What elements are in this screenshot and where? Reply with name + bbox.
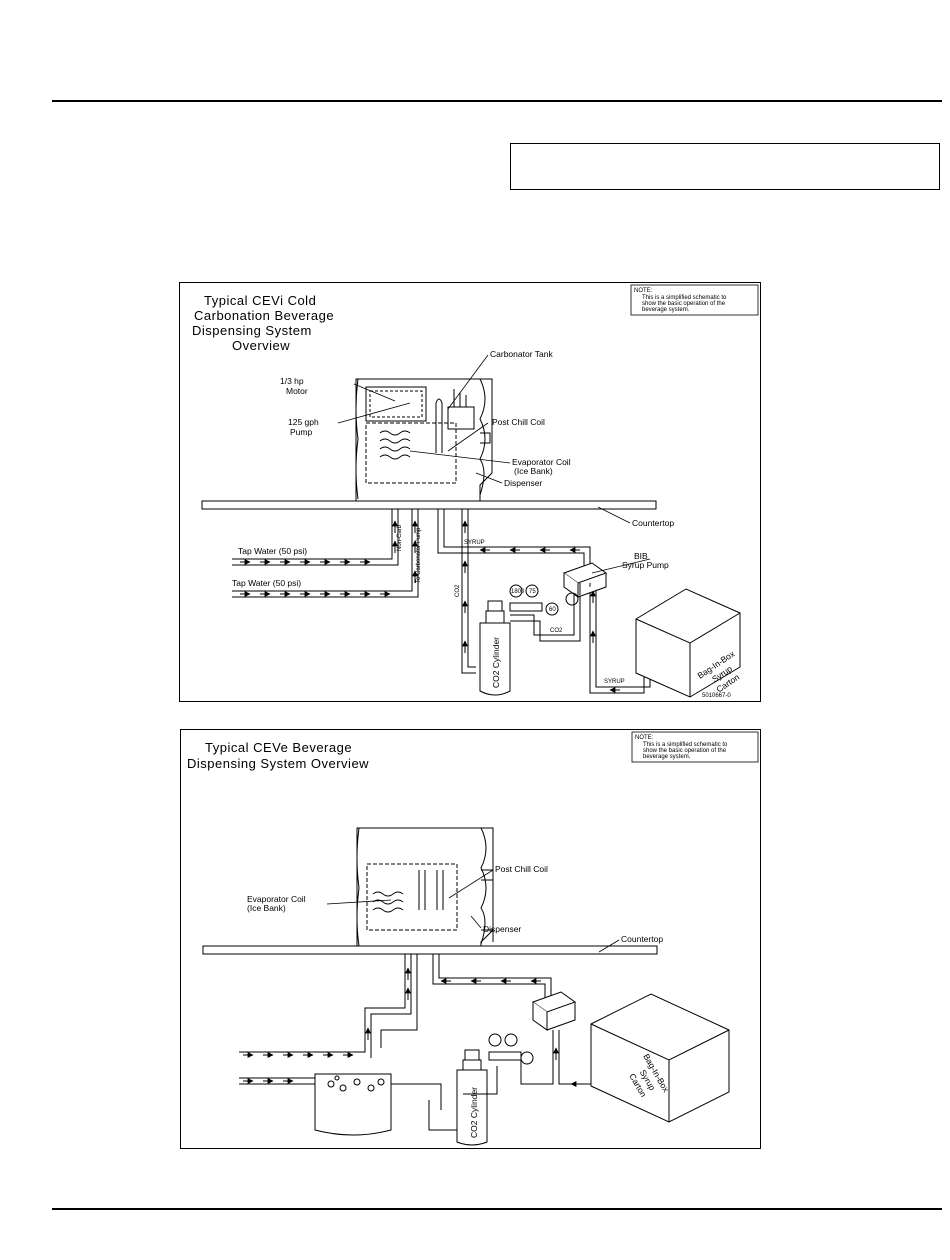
diagram2-dispenser-label: Dispenser <box>483 924 521 934</box>
diagram1-tap-water-1-label: Tap Water (50 psi) <box>238 546 307 556</box>
diagram1-bib-label-2: Syrup Pump <box>622 560 669 570</box>
diagram2-bib-pump <box>531 991 577 1031</box>
diagram2-regulator <box>488 1033 534 1065</box>
diagram1-syrup-bottom-label: SYRUP <box>604 679 625 685</box>
svg-text:beverage system.: beverage system. <box>643 754 691 760</box>
empty-caution-box <box>510 143 940 190</box>
diagram1-part-number: 5010667-0 <box>702 693 731 699</box>
diagram2-note: NOTE: This is a simplified schematic to … <box>631 731 759 763</box>
diagram1-bib-pump <box>562 562 608 606</box>
diagram1-flow-arrows <box>240 520 620 693</box>
diagram1-pump-label-2: Pump <box>290 427 312 437</box>
diagram1-pump-label-1: 125 gph <box>288 417 319 427</box>
diagram1-co2-cylinder-label: CO2 Cylinder <box>491 637 501 688</box>
svg-text:show the basic operation of th: show the basic operation of the <box>642 301 726 307</box>
diagram1-dispenser <box>355 378 493 502</box>
diagram1-gauge-b: 75 <box>529 589 536 595</box>
diagram1-lines <box>232 509 651 694</box>
svg-text:This is a simplified schematic: This is a simplified schematic to <box>642 295 727 301</box>
diagram2-countertop-label: Countertop <box>621 934 663 944</box>
diagram1-non-carb-label: Non-Carb <box>397 524 403 551</box>
diagram1-co2-cylinder <box>479 600 511 696</box>
diagram1-countertop <box>201 500 657 510</box>
diagram1-note: NOTE: This is a simplified schematic to … <box>630 284 759 316</box>
diagram1-dispenser-label: Dispenser <box>504 478 542 488</box>
svg-text:This is a simplified schematic: This is a simplified schematic to <box>643 742 728 748</box>
diagram2-title: Typical CEVe Beverage Dispensing System … <box>187 740 369 771</box>
diagram2-evaporator-coil-label-2: (Ice Bank) <box>247 903 286 913</box>
svg-text:Overview: Overview <box>232 338 290 353</box>
diagram2-lines <box>239 954 602 1131</box>
diagram2-leaders <box>326 869 620 953</box>
diagram2-countertop <box>202 945 658 955</box>
svg-text:Carbonation Beverage: Carbonation Beverage <box>194 308 334 323</box>
svg-text:NOTE:: NOTE: <box>634 288 653 294</box>
diagram2-co2-cylinder-label: CO2 Cylinder <box>469 1087 479 1138</box>
svg-text:Typical CEVe Beverage: Typical CEVe Beverage <box>205 740 352 755</box>
diagram1-carbonator-tank-label: Carbonator Tank <box>490 349 553 359</box>
diagram1-bib-label-1: BIB <box>634 551 648 561</box>
diagram1-bag-in-box <box>635 588 741 698</box>
top-rule <box>52 100 942 102</box>
diagram1-evaporator-coil-label-2: (Ice Bank) <box>514 466 553 476</box>
diagram2-evaporator-coil-label-1: Evaporator Coil <box>247 894 306 904</box>
svg-text:beverage system.: beverage system. <box>642 307 690 313</box>
svg-text:Dispensing System Overview: Dispensing System Overview <box>187 756 369 771</box>
diagram1-motor-label-1: 1/3 hp <box>280 376 304 386</box>
diagram1-co2-horizontal-label: CO2 <box>550 628 563 634</box>
diagram1-countertop-label: Countertop <box>632 518 674 528</box>
diagram2-co2-cylinder <box>456 1049 488 1146</box>
svg-text:show the basic operation of th: show the basic operation of the <box>643 748 727 754</box>
bottom-rule <box>52 1208 942 1210</box>
diagram1-motor-label-2: Motor <box>286 386 308 396</box>
svg-text:Typical CEVi Cold: Typical CEVi Cold <box>204 293 316 308</box>
diagram1-title: Typical CEVi Cold Carbonation Beverage D… <box>192 293 334 353</box>
diagram1-leaders <box>337 354 651 574</box>
diagram1-co2-vertical-label: CO2 <box>455 584 461 597</box>
svg-text:Dispensing System: Dispensing System <box>192 323 312 338</box>
ceve-system-diagram: Typical CEVe Beverage Dispensing System … <box>180 729 761 1149</box>
svg-text:NOTE:: NOTE: <box>635 735 654 741</box>
diagram2-water-tank <box>314 1073 392 1136</box>
diagram2-bag-in-box <box>590 993 730 1123</box>
diagram1-evaporator-coil-label-1: Evaporator Coil <box>512 457 571 467</box>
diagram1-gauge-c: 60 <box>549 607 556 613</box>
diagram2-flow-arrows <box>243 967 581 1087</box>
diagram1-to-carbonator-pump-label: To Carbonator Pump <box>416 527 422 583</box>
diagram2-dispenser <box>356 827 494 947</box>
diagram2-post-chill-coil-label: Post Chill Coil <box>495 864 548 874</box>
diagram1-syrup-top-label: SYRUP <box>464 540 485 546</box>
cevi-system-diagram: Typical CEVi Cold Carbonation Beverage D… <box>179 282 761 702</box>
diagram1-gauge-a: 1800 <box>511 589 525 595</box>
diagram1-regulator <box>509 584 559 616</box>
diagram1-tap-water-2-label: Tap Water (50 psi) <box>232 578 301 588</box>
diagram1-post-chill-coil-label: Post Chill Coil <box>492 417 545 427</box>
